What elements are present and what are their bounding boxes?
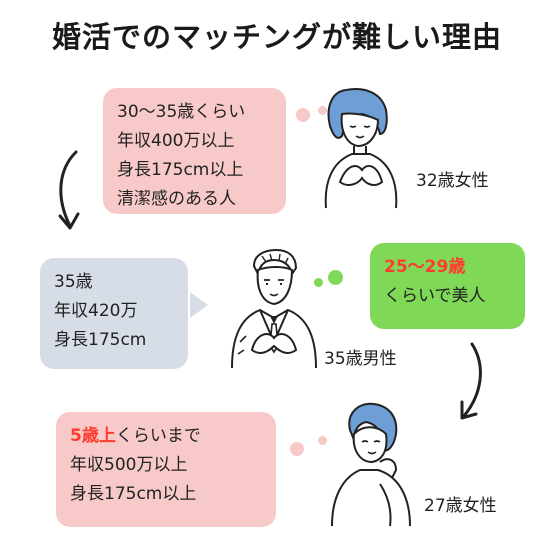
arrow-right-icon (190, 292, 208, 318)
woman27-label: 27歳女性 (424, 496, 497, 516)
wish-line: 身長175cm以上 (70, 484, 197, 504)
profile-line: 年収420万 (54, 301, 138, 321)
wish-line-1: 25〜29歳 (384, 253, 511, 282)
wish-line: 年収400万以上 (117, 131, 235, 151)
wish-age-highlight: 25〜29歳 (384, 257, 466, 277)
woman-32-illustration (324, 88, 398, 209)
thought-dot-small (318, 106, 327, 115)
woman32-wish-box: 30〜35歳くらい 年収400万以上 身長175cm以上 清潔感のある人 (103, 88, 286, 214)
curved-arrow-down-icon (58, 150, 80, 230)
wish-age-highlight: 5歳上 (70, 426, 116, 446)
wish-line: 年収500万以上 (70, 455, 188, 475)
curved-arrow-down-icon (460, 342, 482, 420)
thought-dot-small (318, 436, 327, 445)
wish-line: 身長175cm以上 (117, 160, 244, 180)
wish-line-1: 5歳上くらいまで (70, 422, 262, 451)
man35-wish-box: 25〜29歳 くらいで美人 (370, 243, 525, 329)
thought-dot-small (314, 278, 323, 287)
page-title: 婚活でのマッチングが難しい理由 (51, 20, 502, 54)
man-35-illustration (231, 248, 317, 369)
thought-dot-large (328, 270, 343, 285)
thought-dot-large (290, 442, 304, 456)
profile-line: 35歳 (54, 272, 93, 292)
wish-line-2: くらいで美人 (384, 286, 486, 306)
wish-line: 30〜35歳くらい (117, 102, 246, 122)
wish-line: 清潔感のある人 (117, 189, 236, 209)
profile-line: 身長175cm (54, 330, 147, 350)
man35-profile-box: 35歳 年収420万 身長175cm (40, 258, 188, 369)
thought-dot-large (296, 108, 310, 122)
woman27-wish-box: 5歳上くらいまで 年収500万以上 身長175cm以上 (56, 412, 276, 527)
man35-label: 35歳男性 (324, 349, 397, 369)
woman-27-illustration (331, 402, 411, 527)
wish-age-rest: くらいまで (115, 426, 201, 446)
woman32-label: 32歳女性 (416, 171, 489, 191)
